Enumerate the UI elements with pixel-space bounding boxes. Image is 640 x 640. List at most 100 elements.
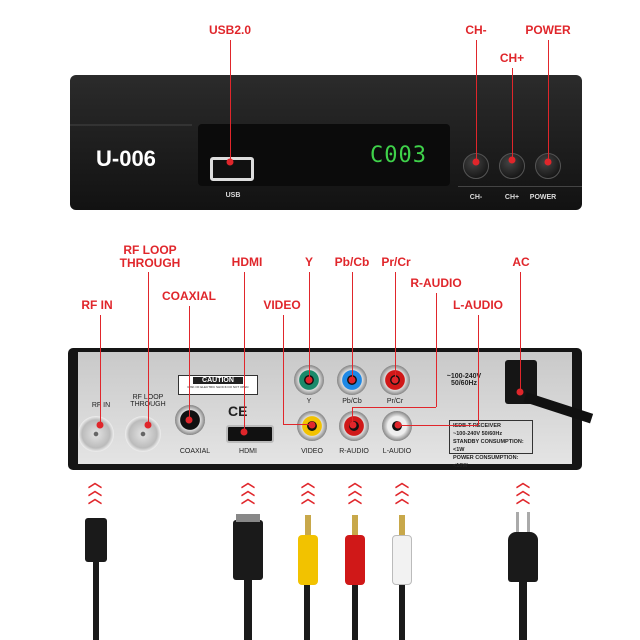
leader-dot [394,421,402,429]
leader-dot [544,158,552,166]
y-label: Y [306,398,312,405]
ac-plug [508,532,538,582]
callout-r-audio: R-AUDIO [410,276,462,290]
rf-in-label: RF IN [91,402,111,409]
rf-loop-port [125,416,161,452]
callout-video: VIDEO [263,298,301,312]
leader-dot [472,158,480,166]
r-audio-label: R-AUDIO [339,448,369,455]
rf-cable-plug [85,518,107,562]
callout-ch-minus: CH- [465,23,487,37]
leader-line [476,40,477,162]
leader-line [283,315,284,425]
spec-line: ~100-240V 50/60Hz [453,431,503,437]
leader-line [395,272,396,380]
leader-line [478,315,479,425]
leader-dot [240,428,248,436]
leader-line [352,407,436,408]
leader-dot [308,421,316,429]
hdmi-label: HDMI [239,448,257,455]
leader-dot [348,376,356,384]
voltage-label: ~100-240V 50/60Hz [446,373,482,387]
hdmi-cable [244,578,252,640]
l-audio-cable [399,585,405,640]
callout-usb: USB2.0 [208,23,252,37]
leader-line [283,424,312,425]
leader-line [548,40,549,162]
usb-label: USB [225,192,241,199]
divider [458,186,582,187]
callout-ac: AC [512,255,530,269]
led-display: C003 [370,143,427,168]
rf-in-port [78,416,114,452]
ce-mark: CE [228,403,248,419]
leader-line [244,272,245,432]
spec-label: ISDB-T RECEIVER ~100-240V 50/60Hz STANDB… [449,420,533,469]
callout-power: POWER [525,23,571,37]
leader-line [352,272,353,380]
callout-y: Y [304,255,314,269]
ch-minus-label: CH- [469,194,483,201]
leader-dot [349,421,357,429]
caution-title: CAUTION [193,377,243,384]
front-slot [70,124,192,126]
callout-coaxial: COAXIAL [162,289,216,303]
pr-label: Pr/Cr [386,398,404,405]
l-audio-label: L-AUDIO [382,448,412,455]
leader-line [189,306,190,420]
chevron-up-icon: ︿︿︿ [301,474,315,506]
r-audio-rca-plug [345,535,365,585]
leader-line [230,40,231,162]
coaxial-label: COAXIAL [179,448,211,455]
leader-dot [391,376,399,384]
leader-dot [226,158,234,166]
caution-text: RISK OF ELECTRIC SHOCK DO NOT OPEN [187,385,249,389]
leader-line [148,272,149,425]
chevron-up-icon: ︿︿︿ [348,474,362,506]
chevron-up-icon: ︿︿︿ [516,474,530,506]
caution-sticker: CAUTION RISK OF ELECTRIC SHOCK DO NOT OP… [178,375,258,395]
callout-pr: Pr/Cr [381,255,411,269]
power-label: POWER [529,194,557,201]
callout-l-audio: L-AUDIO [453,298,503,312]
rca-pin [352,515,358,535]
callout-pb: Pb/Cb [334,255,370,269]
ch-plus-label: CH+ [504,194,520,201]
video-cable [304,585,310,640]
callout-rf-loop: RF LOOP THROUGH [119,243,181,270]
l-audio-rca-plug [392,535,412,585]
leader-line [520,272,521,392]
video-label: VIDEO [301,448,323,455]
leader-dot [96,421,104,429]
rear-plate [78,352,572,464]
leader-line [436,293,437,407]
leader-dot [516,388,524,396]
hdmi-plug-tip [236,514,260,522]
r-audio-cable [352,585,358,640]
plug-pin [516,512,519,534]
hdmi-port [226,425,274,443]
hdmi-cable-plug [233,520,263,580]
leader-dot [508,156,516,164]
plug-pin [527,512,530,534]
pb-label: Pb/Cb [342,398,362,405]
leader-dot [185,416,193,424]
chevron-up-icon: ︿︿︿ [88,474,102,506]
rca-pin [399,515,405,535]
rf-cable [93,560,99,640]
video-rca-plug [298,535,318,585]
spec-line: ISDB-T RECEIVER [453,423,501,429]
model-name: U-006 [96,146,156,171]
ac-cable [519,580,527,640]
leader-line [100,315,101,425]
leader-line [352,407,353,425]
leader-dot [305,376,313,384]
spec-line: STANDBY CONSUMPTION:<1W [453,439,524,453]
rf-loop-label: RF LOOP THROUGH [130,394,165,408]
leader-line [309,272,310,380]
chevron-up-icon: ︿︿︿ [241,474,255,506]
leader-line [398,425,478,426]
rca-pin [305,515,311,535]
chevron-up-icon: ︿︿︿ [395,474,409,506]
leader-dot [144,421,152,429]
